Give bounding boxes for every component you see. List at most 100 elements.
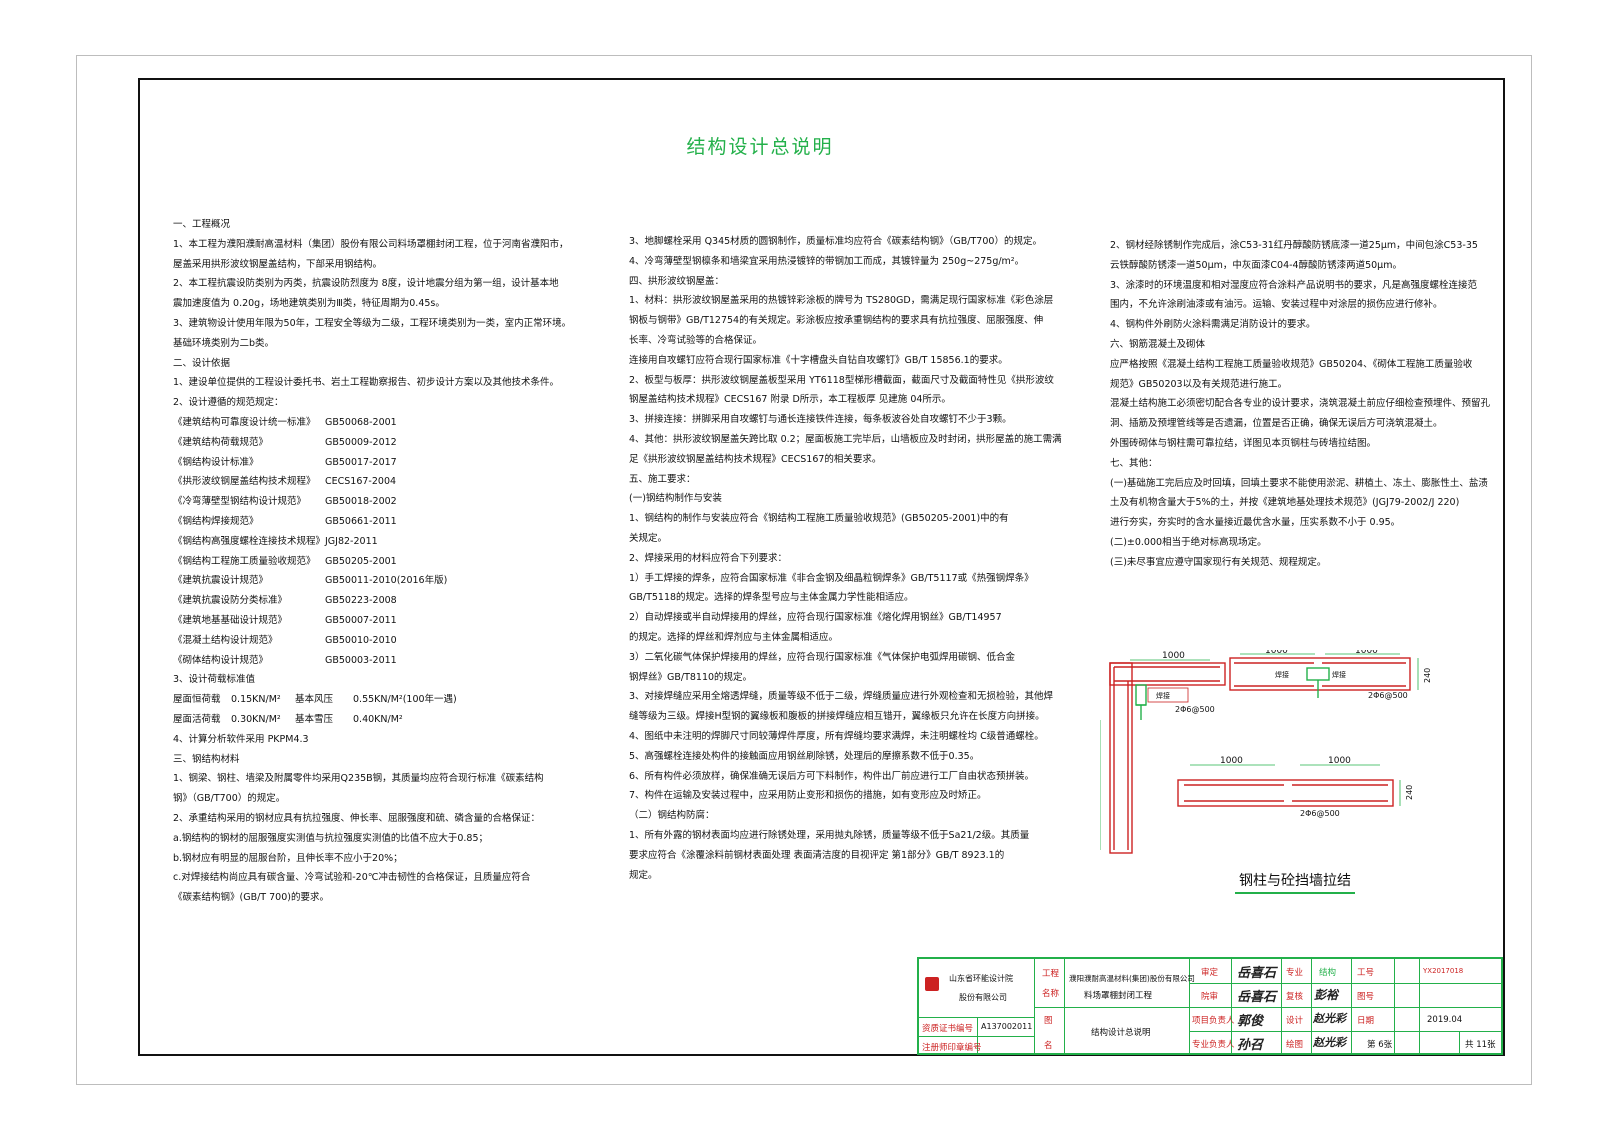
standard-row: 《砌体结构设计规范》GB50003-2011 <box>173 651 628 671</box>
section-heading: 三、钢结构材料 <box>173 753 240 765</box>
note-line: 6、所有构件必须放样，确保准确无误后方可下料制作，构件出厂前应进行工厂自由状态预… <box>629 770 1035 782</box>
note-line: 1、建设单位提供的工程设计委托书、岩土工程勘察报告、初步设计方案以及其他技术条件… <box>173 377 560 389</box>
notes-column-2: 3、地脚螺栓采用 Q345材质的圆钢制作，质量标准均应符合《碳素结构钢》（GB/… <box>629 232 1104 885</box>
note-line: 关规定。 <box>629 532 668 544</box>
note-line: 7、构件在运输及安装过程中，应采用防止变形和损伤的措施，如有变形应及时矫正。 <box>629 790 987 802</box>
standard-code: GB50205-2001 <box>325 555 397 567</box>
project-name-1: 濮阳濮耐高温材料(集团)股份有限公司 <box>1069 974 1195 983</box>
note-line: 3、设计荷载标准值 <box>173 674 256 686</box>
note-line: 3、建筑物设计使用年限为50年，工程安全等级为二级，工程环境类别为一类，室内正常… <box>173 317 572 329</box>
standard-name: 《钢结构设计标准》 <box>173 456 259 468</box>
standard-row: 《钢结构焊接规范》GB50661-2011 <box>173 512 628 532</box>
rebar-label: 2Φ6@500 <box>1300 809 1340 818</box>
note-line: 1、材料：拱形波纹钢屋盖采用的热镀锌彩涂板的牌号为 TS280GD，需满足现行国… <box>629 295 1054 307</box>
signature-5: 彭裕 <box>1314 988 1339 1002</box>
standard-row: 《钢结构工程施工质量验收规范》GB50205-2001 <box>173 552 628 572</box>
standard-name: 《冷弯薄壁型钢结构设计规范》 <box>173 496 307 508</box>
note-line: 2、焊接采用的材料应符合下列要求： <box>629 552 788 564</box>
standard-row: 《建筑结构荷载规范》GB50009-2012 <box>173 433 628 453</box>
dim-label: 1000 <box>1162 651 1185 661</box>
note-line: (二)±0.000相当于绝对标高现场定。 <box>1110 536 1267 548</box>
sheet-number: 第 6张 <box>1367 1040 1393 1050</box>
role-discipline: 专业 <box>1286 968 1304 978</box>
note-line: 进行夯实，夯实时的含水量接近最优含水量，压实系数不小于 0.95。 <box>1110 517 1401 529</box>
signature-3: 郭俊 <box>1237 1014 1264 1029</box>
weld-label: 焊接 <box>1275 670 1289 679</box>
standard-code: GB50003-2011 <box>325 654 397 666</box>
drawing-number-label: 图号 <box>1357 992 1375 1002</box>
standard-row: 《拱形波纹钢屋盖结构技术规程》CECS167-2004 <box>173 472 628 492</box>
drawing-sheet <box>76 55 1532 1085</box>
note-line: 2、板型与板厚：拱形波纹钢屋盖板型采用 YT6118型梯形槽截面，截面尺寸及截面… <box>629 374 1054 386</box>
rebar-label: 2Φ6@500 <box>1175 705 1215 714</box>
note-line: 应严格按照《混凝土结构工程施工质量验收规范》GB50204、《砌体工程施工质量验… <box>1110 358 1473 370</box>
standard-code: GB50011-2010(2016年版) <box>325 575 448 587</box>
note-line: 缝等级为三级。焊接H型钢的翼缘板和腹板的拼接焊缝应相互错开，翼缘板只允许在长度方… <box>629 711 1045 723</box>
standard-code: GB50223-2008 <box>325 595 397 607</box>
stamp-label: 注册师印章编号 <box>922 1043 982 1053</box>
note-line: 2、钢材经除锈制作完成后，涂C53-31红丹醇酸防锈底漆一道25μm，中间包涂C… <box>1110 240 1478 251</box>
sheet-total: 共 11张 <box>1465 1040 1496 1050</box>
note-line: 4、钢构件外刷防火涂料需满足消防设计的要求。 <box>1110 319 1316 331</box>
note-line: 的规定。选择的焊丝和焊剂应与主体金属相适应。 <box>629 631 839 643</box>
load-name: 基本雪压 <box>295 713 334 725</box>
page-title: 结构设计总说明 <box>686 136 834 158</box>
drawing-frame <box>138 78 1505 1056</box>
note-line: 1、本工程为濮阳濮耐高温材料（集团）股份有限公司料场罩棚封闭工程，位于河南省濮阳… <box>173 238 569 250</box>
detail-straight-bottom: 1000 1000 2Φ6@500 240 <box>1177 756 1414 818</box>
note-line: 4、图纸中未注明的焊脚尺寸同较薄焊件厚度，所有焊缝均要求满焊，未注明螺栓均 C级… <box>629 730 1044 742</box>
signature-4: 孙召 <box>1237 1038 1264 1053</box>
dim-label: 1000 <box>1265 650 1288 656</box>
note-line: 5、高强螺栓连接处构件的接触面应用钢丝刷除锈，处理后的摩擦系数不低于0.35。 <box>629 750 980 762</box>
note-line: 连接用自攻螺钉应符合现行国家标准《十字槽盘头自钻自攻螺钉》GB/T 15856.… <box>629 354 1008 366</box>
note-line: (三)未尽事宜应遵守国家现行有关规范、规程规定。 <box>1110 556 1327 568</box>
note-line: 3、涂漆时的环境温度和相对湿度应符合涂料产品说明书的要求，凡是高强度螺栓连接范 <box>1110 279 1478 291</box>
note-line: 震加速度值为 0.20g，场地建筑类别为Ⅲ类，特征周期为0.45s。 <box>173 298 445 310</box>
standard-row: 《钢结构高强度螺栓连接技术规程》JGJ82-2011 <box>173 532 628 552</box>
section-heading: 六、钢筋混凝土及砌体 <box>1110 338 1206 350</box>
note-line: 4、计算分析软件采用 PKPM4.3 <box>173 733 309 745</box>
role-project-lead: 项目负责人 <box>1192 1016 1235 1026</box>
note-line: 洞、插筋及预埋管线等是否遗漏，位置是否正确，确保无误后方可浇筑混凝土。 <box>1110 418 1443 430</box>
standard-code: CECS167-2004 <box>325 476 397 488</box>
cert-label: 资质证书编号 <box>922 1024 974 1034</box>
wall-thickness-label: 240 <box>1423 668 1432 683</box>
note-line: 土及有机物含量大于5%的土，并按《建筑地基处理技术规范》(JGJ79-2002/… <box>1110 497 1460 509</box>
load-name: 屋面活荷载 <box>173 713 221 725</box>
note-line: 规定。 <box>629 869 658 881</box>
note-line: 钢焊丝》GB/T8110的规定。 <box>629 671 753 683</box>
section-heading: 一、工程概况 <box>173 219 231 230</box>
detail-straight-top: 1000 1000 焊接 焊接 2Φ6@500 240 <box>1229 650 1432 700</box>
figure-label-2: 名 <box>1044 1041 1053 1051</box>
signature-6: 赵光彩 <box>1313 1012 1346 1025</box>
note-line: c.对焊接结构尚应具有碳含量、冷弯试验和-20℃冲击韧性的合格保证，且质量应符合 <box>173 872 531 884</box>
note-line: 要求应符合《涂覆涂料前钢材表面处理 表面清洁度的目视评定 第1部分》GB/T 8… <box>629 849 1005 861</box>
note-line: 3、地脚螺栓采用 Q345材质的圆钢制作，质量标准均应符合《碳素结构钢》（GB/… <box>629 236 1042 247</box>
note-line: 云铁醇酸防锈漆一道50μm，中灰面漆C04-4醇酸防锈漆两道50μm。 <box>1110 259 1402 271</box>
standard-code: GB50010-2010 <box>325 634 397 646</box>
note-line: 1、所有外露的钢材表面均应进行除锈处理，采用抛丸除锈，质量等级不低于Sa21/2… <box>629 829 1030 841</box>
standard-code: GB50661-2011 <box>325 515 397 527</box>
note-line: 钢屋盖结构技术规程》CECS167 附录 D所示，本工程板厚 见建施 04所示。 <box>629 394 951 406</box>
standard-row: 《建筑抗震设计规范》GB50011-2010(2016年版) <box>173 571 628 591</box>
signature-7: 赵光彩 <box>1313 1036 1346 1049</box>
title-block: 山东省环能设计院 股份有限公司 资质证书编号 A137002011 注册师印章编… <box>917 957 1503 1055</box>
load-value: 0.55KN/M²(100年一遇) <box>353 694 457 706</box>
note-line: b.钢材应有明显的屈服台阶，且伸长率不应小于20%； <box>173 852 403 864</box>
notes-column-3: 2、钢材经除锈制作完成后，涂C53-31红丹醇酸防锈底漆一道25μm，中间包涂C… <box>1110 236 1490 573</box>
note-line: 2、承重结构采用的钢材应具有抗拉强度、伸长率、屈服强度和硫、磷含量的合格保证： <box>173 812 541 824</box>
wall-thickness-label: 240 <box>1405 785 1414 800</box>
weld-label: 焊接 <box>1156 691 1170 700</box>
section-heading: （二）钢结构防腐： <box>629 810 715 822</box>
note-line: 1、钢结构的制作与安装应符合《钢结构工程施工质量验收规范》(GB50205-20… <box>629 513 1009 525</box>
company-name-2: 股份有限公司 <box>959 993 1007 1002</box>
note-line: 基础环境类别为二b类。 <box>173 337 275 349</box>
load-value: 0.40KN/M² <box>353 713 403 725</box>
notes-column-1: 一、工程概况 1、本工程为濮阳濮耐高温材料（集团）股份有限公司料场罩棚封闭工程，位… <box>173 215 628 908</box>
standard-row: 《建筑抗震设防分类标准》GB50223-2008 <box>173 591 628 611</box>
load-name: 屋面恒荷载 <box>173 694 221 706</box>
note-line: 混凝土结构施工必须密切配合各专业的设计要求，浇筑混凝土前应仔细检查预埋件、预留孔 <box>1110 398 1491 410</box>
note-line: (一)钢结构制作与安装 <box>629 493 722 505</box>
signature-1: 岳喜石 <box>1237 966 1277 981</box>
